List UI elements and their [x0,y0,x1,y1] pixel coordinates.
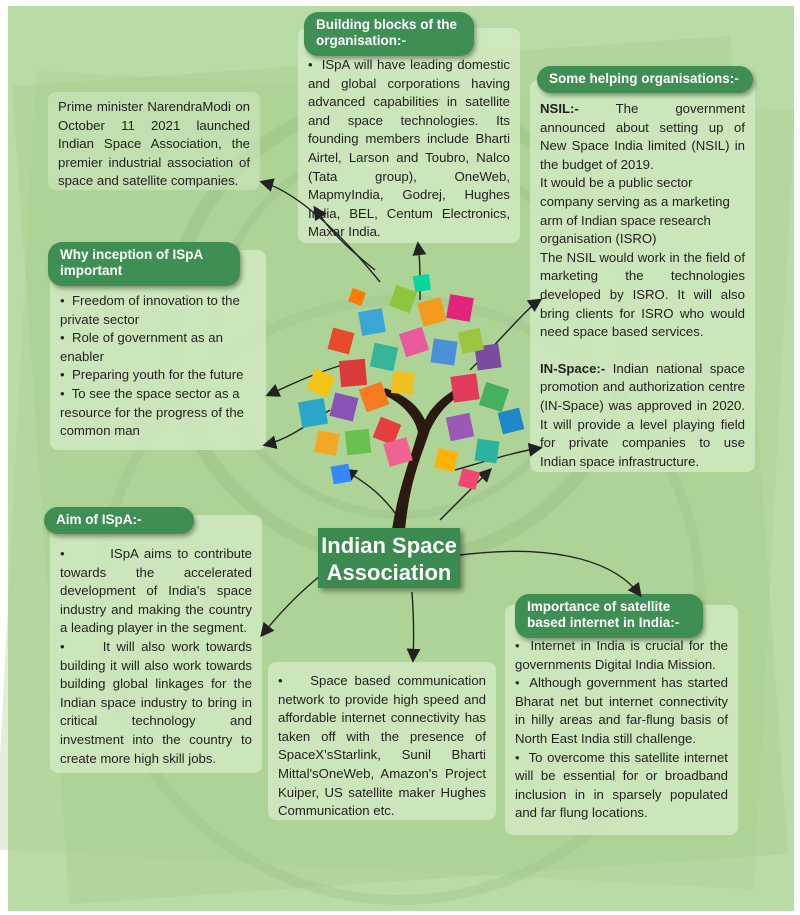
center-title-line-1: Indian Space [318,532,460,559]
center-title-line-2: Association [318,559,460,586]
center-title: Indian Space Association [318,528,460,588]
tree-leaves [298,274,524,490]
